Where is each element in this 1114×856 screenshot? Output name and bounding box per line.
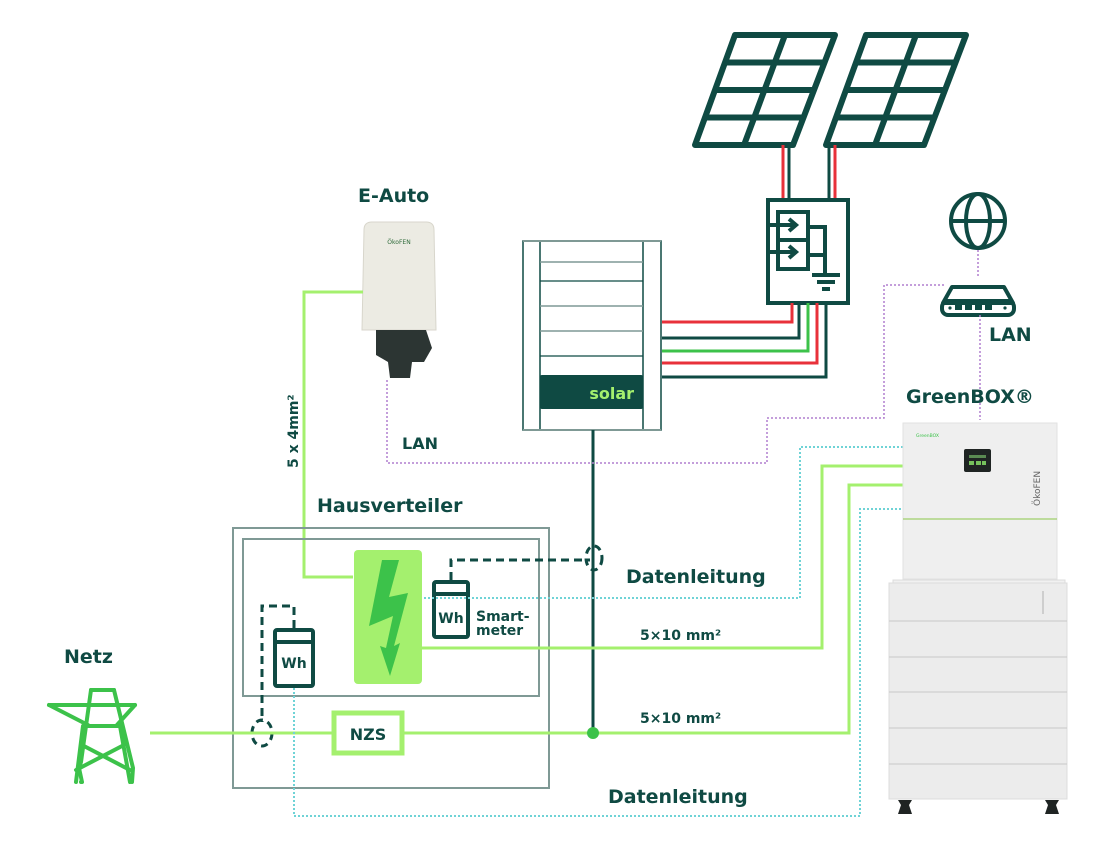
smartmeter-sensor-cable [449, 558, 590, 580]
cable-upper-label: 5×10 mm² [640, 628, 721, 644]
solar-panel-right [823, 32, 969, 148]
nzs-label: NZS [350, 725, 387, 744]
cable-lower-label: 5×10 mm² [640, 711, 721, 727]
solar-label: solar [589, 384, 634, 403]
foot-right [1045, 800, 1059, 814]
data-cables [293, 446, 905, 817]
pylon-icon [47, 688, 137, 784]
main-meter-wh: Wh [281, 656, 306, 672]
distribution-board-outer [232, 527, 550, 789]
main-meter-sensor-cable [260, 604, 296, 722]
eauto-lan-label: LAN [402, 434, 438, 453]
dc-string-cables [662, 303, 828, 379]
greenbox-unit: GreenBOX ÖkoFEN [902, 422, 1058, 580]
distribution-board-inner [242, 538, 540, 697]
solar-panel-left [692, 32, 838, 148]
charging-plug [376, 330, 432, 378]
lightning-icon [369, 560, 408, 676]
main-meter: Wh [273, 628, 315, 688]
netz-label: Netz [64, 646, 113, 668]
eauto-cable-label: 5 x 4mm² [286, 394, 302, 468]
hausverteiler-label: Hausverteiler [317, 495, 463, 517]
solar-badge [540, 375, 643, 409]
ct-clamp-inverter [584, 544, 604, 572]
router-icon [940, 285, 1016, 317]
smartmeter-label-2: meter [476, 623, 523, 639]
battery-stack [888, 579, 1068, 814]
smartmeter-wh: Wh [438, 611, 463, 627]
ac-cable-upper [422, 464, 905, 650]
foot-left [898, 800, 912, 814]
ac-cable-lower [402, 483, 905, 735]
e-auto-label: E-Auto [358, 185, 429, 207]
junction-dot [587, 727, 599, 739]
wallbox-brand: ÖkoFEN [387, 239, 410, 246]
router-lan-label: LAN [989, 324, 1032, 346]
eauto-power-cable [302, 290, 363, 579]
pv-junction-box [766, 198, 850, 305]
solar-inverter: solar [522, 240, 662, 431]
globe-icon [949, 192, 1007, 250]
datenleitung-top-label: Datenleitung [626, 566, 766, 588]
power-junction [354, 550, 422, 684]
smartmeter-label-1: Smart- [476, 609, 530, 625]
lan-cables [386, 284, 981, 464]
greenbox-display [964, 449, 991, 472]
greenbox-brand: ÖkoFEN [1032, 471, 1043, 506]
greenbox-logo: GreenBOX [916, 433, 939, 439]
wallbox: ÖkoFEN [361, 221, 437, 378]
datenleitung-bottom-label: Datenleitung [608, 786, 748, 808]
greenbox-label: GreenBOX® [906, 386, 1034, 408]
panel-leads [781, 145, 837, 200]
smartmeter: Wh Smart- meter [432, 580, 530, 639]
